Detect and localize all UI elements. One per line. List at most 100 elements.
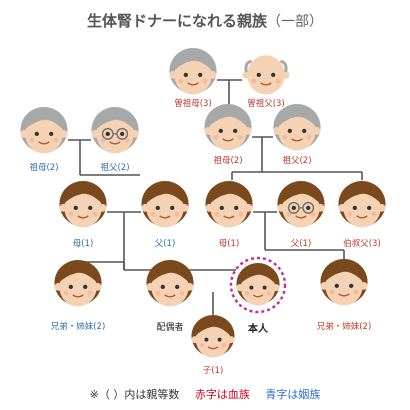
bangs-shape (240, 265, 276, 284)
cheek-shape (199, 343, 205, 348)
face-shape (195, 321, 231, 358)
mouth-shape (164, 294, 176, 298)
cheek-shape (238, 211, 244, 217)
cheek-shape (275, 78, 281, 84)
self-highlight-ring (229, 256, 287, 314)
legend: ※（ ）内は親等数 赤字は血族 青字は姻族 (0, 386, 410, 402)
face-shape (25, 114, 63, 154)
cheek-shape (92, 211, 98, 217)
eye-shape (219, 205, 224, 211)
bangs-shape (342, 183, 382, 204)
eye-shape (183, 72, 188, 78)
great-grandmother-face (169, 48, 217, 95)
side-hair-shape (244, 59, 252, 73)
cheek-shape (237, 134, 243, 140)
bangs-shape (173, 50, 213, 71)
eye-shape (83, 284, 88, 290)
cheek-shape (310, 211, 316, 217)
great-grandmother-label: 曽祖母(3) (174, 99, 212, 109)
cheek-shape (329, 289, 335, 295)
sibling-inlaw-label: 兄弟・姉妹(2) (50, 322, 106, 332)
title-main: 生体腎ドナーになれる親族 (86, 12, 267, 30)
mouth-shape (223, 215, 235, 219)
mother-inlaw-label: 母(1) (72, 239, 94, 249)
eye-shape (198, 72, 203, 78)
cheek-shape (213, 134, 219, 140)
cheek-shape (53, 137, 59, 143)
eye-shape (287, 128, 292, 134)
eye-shape (349, 283, 354, 289)
title-sub: （一部） (267, 14, 323, 30)
eye-shape (262, 285, 267, 290)
eye-shape (73, 205, 78, 211)
great-grandfather-face (242, 55, 290, 95)
mouth-shape (295, 215, 307, 219)
legend-note: ※（ ）内は親等数 (89, 388, 180, 401)
cheek-shape (68, 211, 74, 217)
mouth-shape (222, 138, 234, 142)
uncle-label: 伯叔父(3) (343, 239, 381, 249)
cheek-shape (124, 137, 130, 143)
self-face (229, 256, 287, 314)
sibling-face (320, 259, 368, 306)
cheek-shape (353, 289, 359, 295)
father-face (277, 181, 325, 228)
cheek-shape (100, 137, 106, 143)
mouth-shape (109, 141, 121, 145)
cheek-shape (29, 137, 35, 143)
grandfather-label: 祖父(2) (282, 156, 312, 166)
eye-shape (218, 128, 223, 134)
mother-face (205, 181, 253, 228)
eye-shape (334, 283, 339, 289)
cheek-shape (221, 343, 227, 348)
cheek-shape (282, 134, 288, 140)
eye-shape (49, 131, 54, 137)
spouse-face (146, 260, 194, 307)
grandfather-inlaw-label: 祖父(2) (100, 163, 130, 173)
face-shape (210, 188, 248, 228)
cheek-shape (244, 291, 250, 296)
bangs-shape (150, 262, 190, 283)
cheek-shape (87, 290, 93, 296)
mother-label: 母(1) (218, 239, 240, 249)
eye-shape (88, 205, 93, 211)
eye-shape (249, 285, 254, 290)
bangs-shape (95, 109, 135, 130)
bangs-shape (24, 109, 64, 130)
cheek-shape (178, 78, 184, 84)
eye-shape (34, 131, 39, 137)
eye-shape (271, 72, 276, 78)
face-shape (247, 55, 285, 95)
cheek-shape (214, 211, 220, 217)
grandmother-inlaw-label: 祖母(2) (29, 163, 59, 173)
eye-shape (233, 128, 238, 134)
face-shape (146, 188, 184, 228)
cheek-shape (371, 211, 377, 217)
side-hair-shape (280, 59, 288, 73)
bangs-shape (277, 106, 317, 127)
eye-shape (175, 284, 180, 290)
sibling-label: 兄弟・姉妹(2) (316, 322, 372, 332)
mouth-shape (356, 215, 368, 219)
eye-shape (306, 205, 311, 211)
eye-shape (204, 337, 209, 342)
spouse-label: 配偶者 (156, 323, 184, 333)
eye-shape (256, 72, 261, 78)
cheek-shape (63, 290, 69, 296)
bangs-shape (195, 317, 231, 336)
cheek-shape (150, 211, 156, 217)
mouth-shape (72, 294, 84, 298)
great-grandfather-label: 曽祖父(3) (247, 99, 285, 109)
legend-inlaw: 青字は姻族 (265, 388, 321, 401)
mouth-shape (338, 293, 350, 297)
eye-shape (367, 205, 372, 211)
cheek-shape (266, 291, 272, 296)
bangs-shape (63, 183, 103, 204)
bangs-shape (145, 183, 185, 204)
sibling-inlaw-face (54, 260, 102, 307)
face-shape (151, 267, 189, 307)
eye-shape (155, 205, 160, 211)
face-shape (59, 267, 97, 307)
mouth-shape (187, 82, 199, 86)
